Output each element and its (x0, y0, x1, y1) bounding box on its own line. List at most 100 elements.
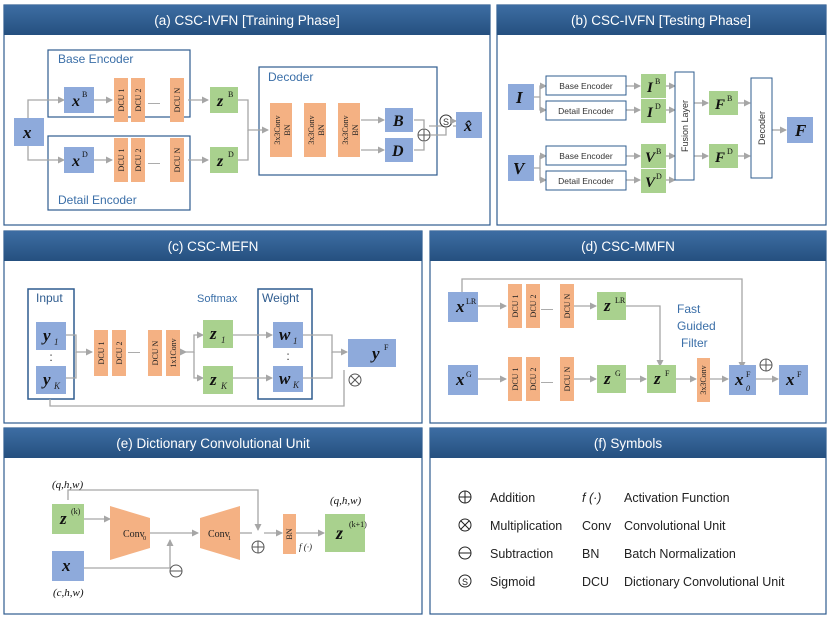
w1-sub: 1 (293, 336, 298, 346)
abbrev-list: f (·) Activation Function Conv Convoluti… (582, 491, 785, 589)
detail-dcuN-label: DCU N (173, 147, 182, 172)
zK-sub: K (220, 381, 228, 391)
symbol-multiplication: Multiplication (458, 518, 562, 533)
abbr-conv: Conv (582, 519, 612, 533)
x-e-box (52, 551, 84, 581)
zD-label: z (216, 153, 224, 170)
xF-sup: F (797, 370, 802, 379)
VB-label: V (645, 150, 657, 166)
zD-box (210, 147, 238, 173)
bn-label: BN (285, 528, 294, 539)
B-box (385, 108, 413, 132)
I-label: I (515, 88, 524, 107)
xLR-label: x (455, 297, 465, 316)
B-label: B (392, 113, 404, 130)
x-input-label: x (22, 123, 32, 142)
VD-label: V (645, 175, 657, 191)
b-decoder-label: Decoder (757, 111, 767, 145)
xG-label: x (455, 370, 465, 389)
abbr-conv-label: Convolutional Unit (624, 519, 726, 533)
d-top-dcu2: DCU 2 (529, 295, 538, 318)
z1-box (203, 320, 233, 348)
abbr-f: f (·) (582, 491, 601, 505)
base-dcu-stack: DCU 1 DCU 2 DCU N ...... (114, 78, 184, 122)
y1-sub: 1 (54, 337, 59, 347)
panel-a-title: (a) CSC-IVFN [Training Phase] (154, 13, 340, 28)
FB-label: F (714, 97, 725, 113)
d-dcu-stack-top: DCU 1 DCU 2 DCU N ...... (508, 284, 574, 328)
zB-sup: B (228, 90, 233, 99)
symbol-addition-label: Addition (490, 491, 535, 505)
D-box (385, 138, 413, 162)
F-output-label: F (794, 121, 807, 140)
panel-c: (c) CSC-MEFN Input Weight Softmax y 1 : … (3, 230, 423, 424)
d-conv-box (697, 358, 710, 402)
fgf-line3: Filter (681, 336, 708, 350)
detail-dcu2-label: DCU 2 (134, 149, 143, 172)
x-e-label: x (61, 556, 71, 575)
c-dots: ...... (128, 346, 140, 355)
zLR-label: z (603, 296, 611, 315)
zLR-sup: LR (615, 296, 626, 305)
yK-box (36, 366, 66, 394)
panel-f: (f) Symbols Addition Multiplication Subt… (429, 427, 827, 615)
symbol-multiplication-label: Multiplication (490, 519, 562, 533)
xLR-sup: LR (466, 297, 477, 306)
x-input-box (14, 118, 44, 146)
panel-d-arrows (461, 278, 779, 383)
c-dcu-stack: DCU 1 DCU 2 DCU N 1x1Conv ...... (94, 330, 180, 376)
d-dcu-stack-bottom: DCU 1 DCU 2 DCU N ...... (508, 357, 574, 401)
zG-box (597, 365, 626, 393)
zK-box (203, 366, 233, 394)
decoder-frame (258, 66, 438, 176)
e-addition-icon (251, 540, 265, 554)
zF-box (647, 365, 676, 393)
fusion-layer-box (674, 71, 695, 181)
panel-b-features: I B I D V B V D (641, 74, 666, 193)
panel-d: (d) CSC-MMFN x LR x G DCU 1 DCU 2 DCU (429, 230, 827, 424)
zF-sup: F (665, 369, 670, 378)
abbr-dcu-label: Dictionary Convolutional Unit (624, 575, 785, 589)
multiplication-icon (348, 373, 362, 387)
D-label: D (391, 143, 404, 160)
b-detail-encoder-1: Detail Encoder (558, 106, 614, 116)
dec-conv3-label: 3x3Conv (341, 115, 350, 144)
panel-c-title: (c) CSC-MEFN (168, 239, 259, 254)
panel-f-title: (f) Symbols (594, 436, 663, 451)
VB-sup: B (656, 147, 661, 156)
VD-sup: D (656, 172, 662, 181)
detail-encoder-label: Detail Encoder (58, 193, 137, 207)
base-encoder-label: Base Encoder (58, 52, 133, 66)
bn-box (283, 514, 296, 554)
zk1-sup: (k+1) (349, 520, 367, 529)
w1-box (273, 322, 303, 348)
d-bot-dcu1: DCU 1 (511, 368, 520, 391)
ID-sup: D (655, 102, 661, 111)
abbr-dcu: DCU (582, 575, 609, 589)
c-dcu2-label: DCU 2 (115, 342, 124, 365)
FD-label: F (714, 150, 725, 166)
c-dcuN-label: DCU N (151, 340, 160, 365)
xF-label: x (785, 370, 795, 389)
base-dcu2-label: DCU 2 (134, 89, 143, 112)
detail-dcu1-label: DCU 1 (117, 149, 126, 172)
zG-label: z (603, 369, 611, 388)
zk-label: z (59, 509, 67, 528)
dec-conv1-label: 3x3Conv (273, 115, 282, 144)
dec-bn1-label: BN (283, 124, 292, 135)
wK-sub: K (292, 380, 300, 390)
xG-sup: G (466, 370, 472, 379)
panel-e-arrows (67, 489, 325, 569)
softmax-label: Softmax (197, 293, 238, 305)
qhw-right-label: (q,h,w) (330, 495, 362, 507)
panel-a-arrows (27, 96, 456, 164)
weight-frame (257, 288, 313, 400)
panel-b-title: (b) CSC-IVFN [Testing Phase] (571, 13, 751, 28)
detail-dcu-stack: DCU 1 DCU 2 DCU N ...... (114, 138, 184, 182)
input-label: Input (36, 291, 63, 305)
yF-sup: F (384, 343, 389, 352)
xF-box (779, 365, 808, 395)
chw-label: (c,h,w) (53, 587, 84, 599)
detail-encoder-frame (47, 135, 191, 211)
